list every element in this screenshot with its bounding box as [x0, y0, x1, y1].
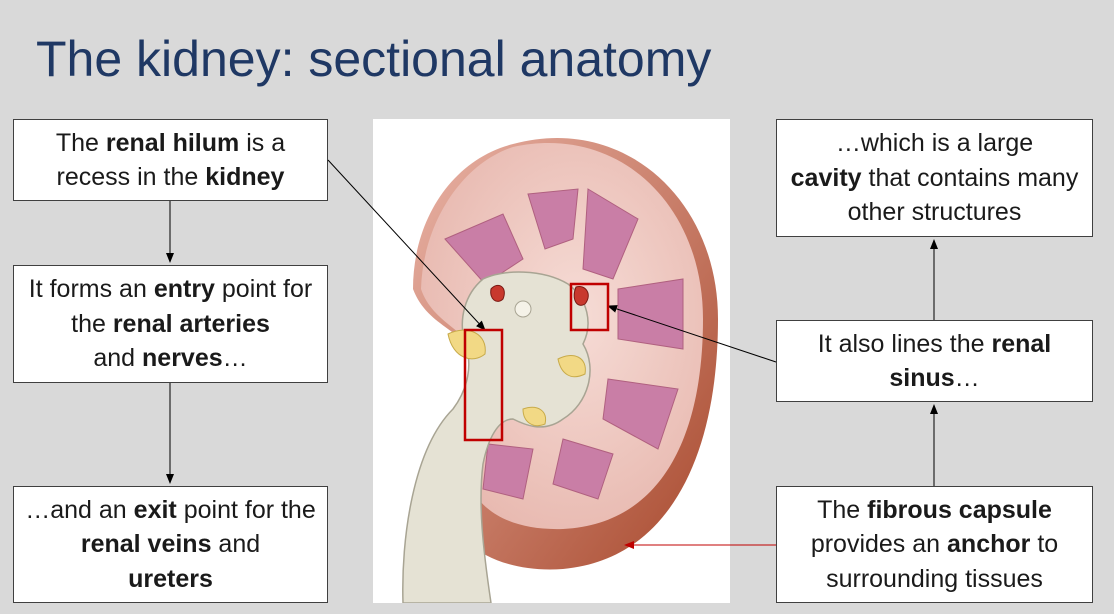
text-run: is a recess in the	[56, 128, 286, 192]
text-run: …	[222, 344, 248, 373]
text-run: provides an	[810, 530, 948, 559]
renal-hilum-textbox: The renal hilum is a recess in the kidne…	[13, 119, 328, 201]
renal-sinus-textbox: It also lines the renal sinus…	[776, 320, 1093, 402]
cavity-textbox: …which is a large cavity that contains m…	[776, 119, 1093, 237]
entry-point-textbox: It forms an entry point for the renal ar…	[13, 265, 328, 383]
term-nerves: nerves	[142, 344, 223, 373]
text-run: The	[817, 495, 868, 524]
term-fibrous-capsule: fibrous capsule	[867, 495, 1052, 524]
fibrous-capsule-textbox: The fibrous capsule provides an anchor t…	[776, 486, 1093, 603]
term-exit: exit	[133, 495, 177, 524]
text-run: point for the	[71, 275, 313, 338]
term-entry: entry	[153, 275, 215, 304]
text-run: that contains many other structures	[847, 163, 1079, 227]
text-run: It forms an	[28, 275, 154, 304]
term-renal-veins: renal veins	[80, 530, 212, 559]
text-run: point for the	[176, 495, 316, 524]
term-cavity: cavity	[790, 163, 862, 192]
term-renal-sinus: renal sinus	[889, 329, 1052, 393]
kidney-section-drawing	[402, 137, 718, 604]
term-renal-arteries: renal arteries	[112, 309, 270, 338]
text-run: It also lines the	[817, 329, 992, 358]
text-run: …which is a large	[835, 129, 1034, 158]
term-ureters: ureters	[128, 564, 213, 593]
term-anchor: anchor	[947, 530, 1031, 559]
text-run: to surrounding tissues	[826, 530, 1059, 593]
term-kidney: kidney	[205, 163, 285, 191]
page-title: The kidney: sectional anatomy	[36, 31, 712, 87]
term-renal-hilum: renal hilum	[105, 128, 240, 157]
kidney-illustration	[373, 119, 730, 604]
text-run: The	[55, 128, 106, 157]
text-run: and	[211, 530, 261, 559]
papilla-hole	[514, 300, 532, 318]
exit-point-textbox: …and an exit point for the renal veins a…	[13, 486, 328, 603]
text-run: and	[93, 344, 143, 373]
text-run: …and an	[25, 495, 134, 524]
text-run: …	[954, 364, 980, 392]
